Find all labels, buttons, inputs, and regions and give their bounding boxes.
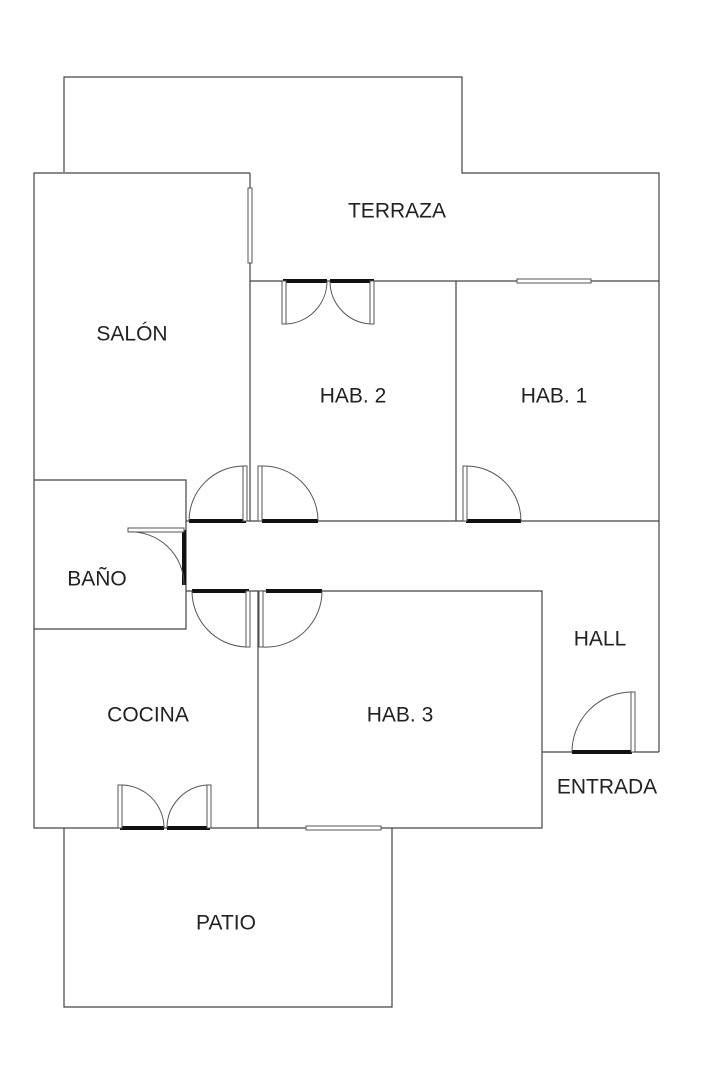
outer-wall-west [33,172,258,829]
hab1-label: HAB. 1 [521,385,588,408]
hab1-window [516,278,592,284]
hab3-label: HAB. 3 [367,704,434,727]
bano-label: BAÑO [67,567,127,591]
entrada-label: ENTRADA [557,776,657,799]
terraza-label: TERRAZA [348,200,446,223]
hab3-door[interactable] [258,589,323,648]
bano-wall [34,479,187,630]
salon-door[interactable] [188,465,248,523]
patio-double-door[interactable] [117,784,212,830]
hab2-label: HAB. 2 [320,385,387,408]
salon-label: SALÓN [96,323,167,346]
patio-wall [63,828,393,1008]
bano-door[interactable] [127,527,186,586]
entrada-door[interactable] [571,691,636,754]
terraza-double-door[interactable] [281,279,375,325]
hall-label: HALL [574,628,627,651]
hab2-door[interactable] [257,465,319,523]
cocina-label: COCINA [107,704,189,727]
terraza-wall [63,76,660,281]
patio-label: PATIO [196,912,256,935]
doors [117,279,636,830]
hab1-door[interactable] [462,465,522,523]
room-labels: TERRAZA SALÓN HAB. 2 HAB. 1 BAÑO HALL CO… [67,200,657,935]
hab3-window [305,825,382,831]
walls [33,76,660,1008]
salon-window [247,187,253,264]
corridor-south-wall [186,590,543,829]
windows [247,187,592,831]
cocina-door[interactable] [191,589,251,648]
